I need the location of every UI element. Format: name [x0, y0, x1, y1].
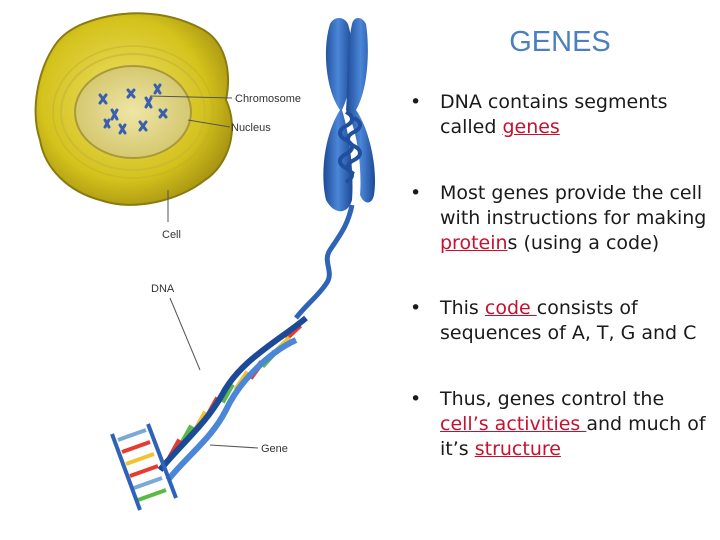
- highlighted-term: cell’s activities: [440, 413, 587, 435]
- callout-lines: [149, 95, 259, 449]
- bullet-list: DNA contains segments called genes Most …: [408, 90, 708, 462]
- nucleus-label: Nucleus: [231, 122, 271, 134]
- highlighted-term: genes: [502, 116, 560, 138]
- bullet-segment: Most genes provide the cell with instruc…: [440, 182, 707, 229]
- base-pair-segment: [117, 428, 167, 502]
- bullet-text: Thus, genes control the cell’s activitie…: [440, 388, 706, 460]
- chromatin-coils: [338, 110, 362, 184]
- mini-chromosomes: [98, 83, 168, 135]
- bullet-item: Thus, genes control the cell’s activitie…: [408, 387, 708, 462]
- highlighted-term: protein: [440, 232, 508, 254]
- bullet-text: This code consists of sequences of A, T,…: [440, 297, 696, 344]
- bullet-text: DNA contains segments called genes: [440, 91, 668, 138]
- bullet-item: DNA contains segments called genes: [408, 90, 708, 140]
- gene-diagram: Chromosome Nucleus Cell DNA Gene: [34, 12, 376, 511]
- dna-label: DNA: [151, 283, 175, 295]
- chromosome-label: Chromosome: [235, 93, 301, 105]
- page-title: GENES: [509, 26, 611, 58]
- bullet-segment: s (using a code): [507, 232, 660, 254]
- bullet-segment: DNA contains segments called: [440, 91, 668, 138]
- dna-helix: [110, 315, 308, 511]
- bullet-segment: This: [440, 297, 485, 319]
- bullet-item: Most genes provide the cell with instruc…: [408, 181, 708, 256]
- highlighted-term: code: [484, 297, 537, 319]
- cell-label: Cell: [162, 229, 181, 241]
- bullet-text: Most genes provide the cell with instruc…: [440, 182, 706, 254]
- bullet-segment: Thus, genes control the: [440, 388, 665, 410]
- cell-illustration: [34, 12, 233, 206]
- chromosome-illustration: [294, 18, 376, 320]
- gene-label: Gene: [261, 443, 288, 455]
- bullet-segment: and much of it’s: [440, 413, 706, 460]
- bullet-segment: consists of sequences of A, T, G and C: [440, 297, 697, 344]
- highlighted-term: structure: [474, 438, 561, 460]
- bullet-item: This code consists of sequences of A, T,…: [408, 296, 708, 346]
